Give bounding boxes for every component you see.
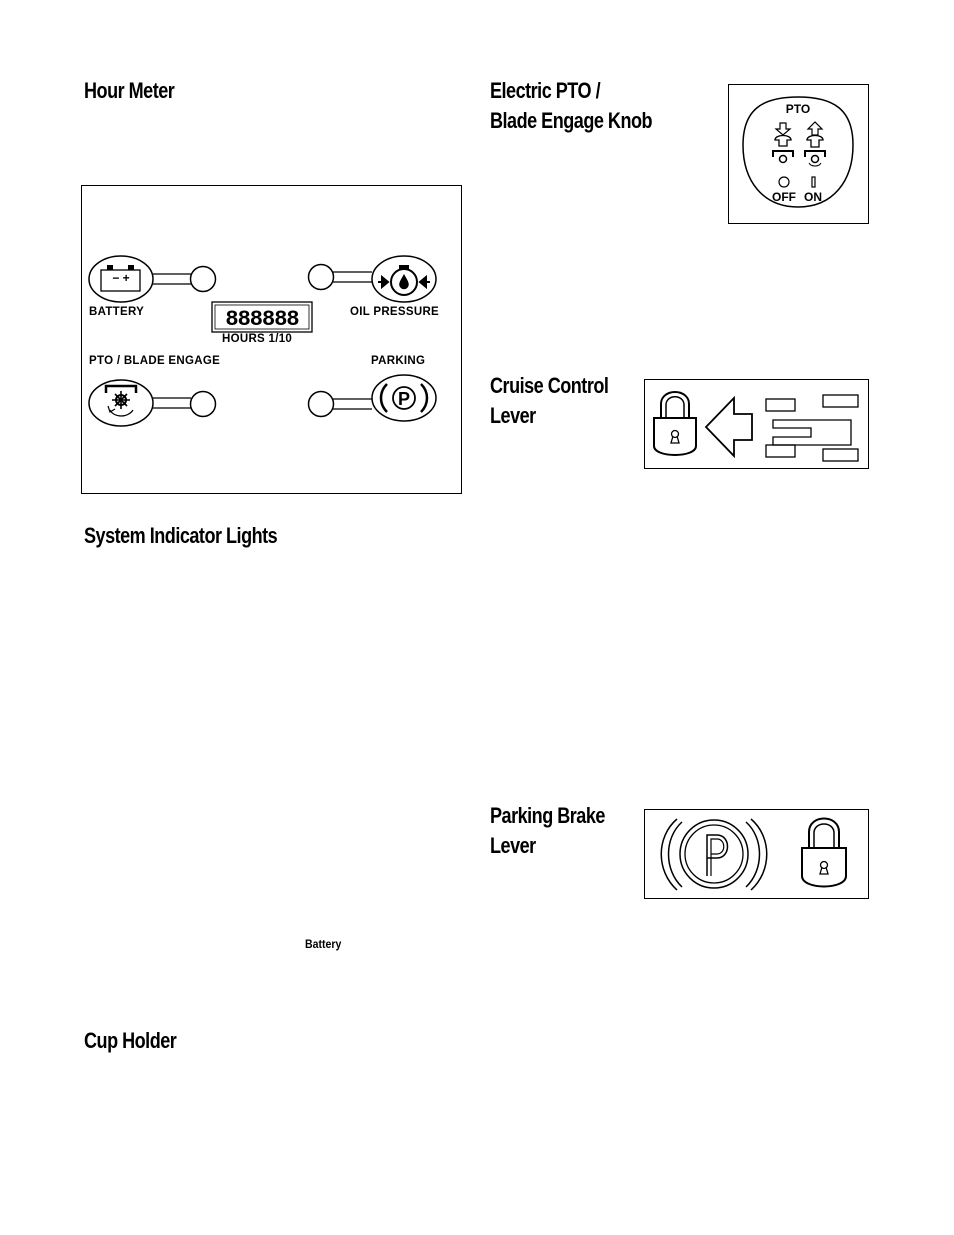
cruise-control-drawing [653,391,859,462]
parking-light [307,390,335,418]
pto-off-label: OFF [772,190,796,204]
lever-slot-icon [765,394,859,462]
parking-brake-icon: P [660,818,768,891]
battery-caption: Battery [305,937,342,951]
hours-label: HOURS 1/10 [222,333,293,345]
battery-light [189,265,217,293]
dashboard-panel-drawing: − + 888888 [88,255,437,427]
lock-icon [653,391,697,456]
cup-holder-heading: Cup Holder [84,1028,177,1053]
hour-meter-heading: Hour Meter [84,78,175,103]
hour-meter-display: 888888 [211,301,313,333]
pto-blade-icon [88,379,154,427]
parking-brake-heading: Parking Brake Lever [490,803,605,858]
svg-text:− +: − + [112,271,129,285]
pto-pull-on-icon [804,121,826,167]
cruise-control-figure [644,379,869,469]
pto-knob-outline [742,96,854,208]
lock-icon [801,817,847,888]
dashboard-panel-figure: − + 888888 [81,185,462,494]
parking-label: PARKING [371,355,426,367]
battery-label: BATTERY [89,306,145,318]
svg-text:P: P [398,389,410,409]
pto-blade-engage-label: PTO / BLADE ENGAGE [89,355,221,367]
pto-knob-drawing: PTO OFF ON [742,96,854,208]
parking-brake-drawing: P [660,817,847,891]
system-indicator-lights-heading: System Indicator Lights [84,523,278,548]
parking-brake-figure: P [644,809,869,899]
pto-on-label: ON [804,190,822,204]
cruise-control-heading: Cruise Control Lever [490,373,609,428]
left-arrow-icon [704,395,753,459]
battery-icon: − + [88,255,154,303]
svg-text:888888: 888888 [225,307,299,332]
pto-knob-title: PTO [786,102,810,116]
on-symbol-icon [811,176,816,188]
oil-pressure-label: OIL PRESSURE [350,306,440,318]
pto-light [189,390,217,418]
pto-push-off-icon [772,122,794,164]
oil-pressure-icon [371,255,437,303]
off-symbol-icon [778,176,790,188]
electric-pto-heading: Electric PTO / Blade Engage Knob [490,78,653,133]
parking-icon: P [371,374,437,422]
pto-knob-figure: PTO OFF ON [728,84,869,224]
svg-text:P: P [714,855,715,857]
oil-pressure-light [307,263,335,291]
